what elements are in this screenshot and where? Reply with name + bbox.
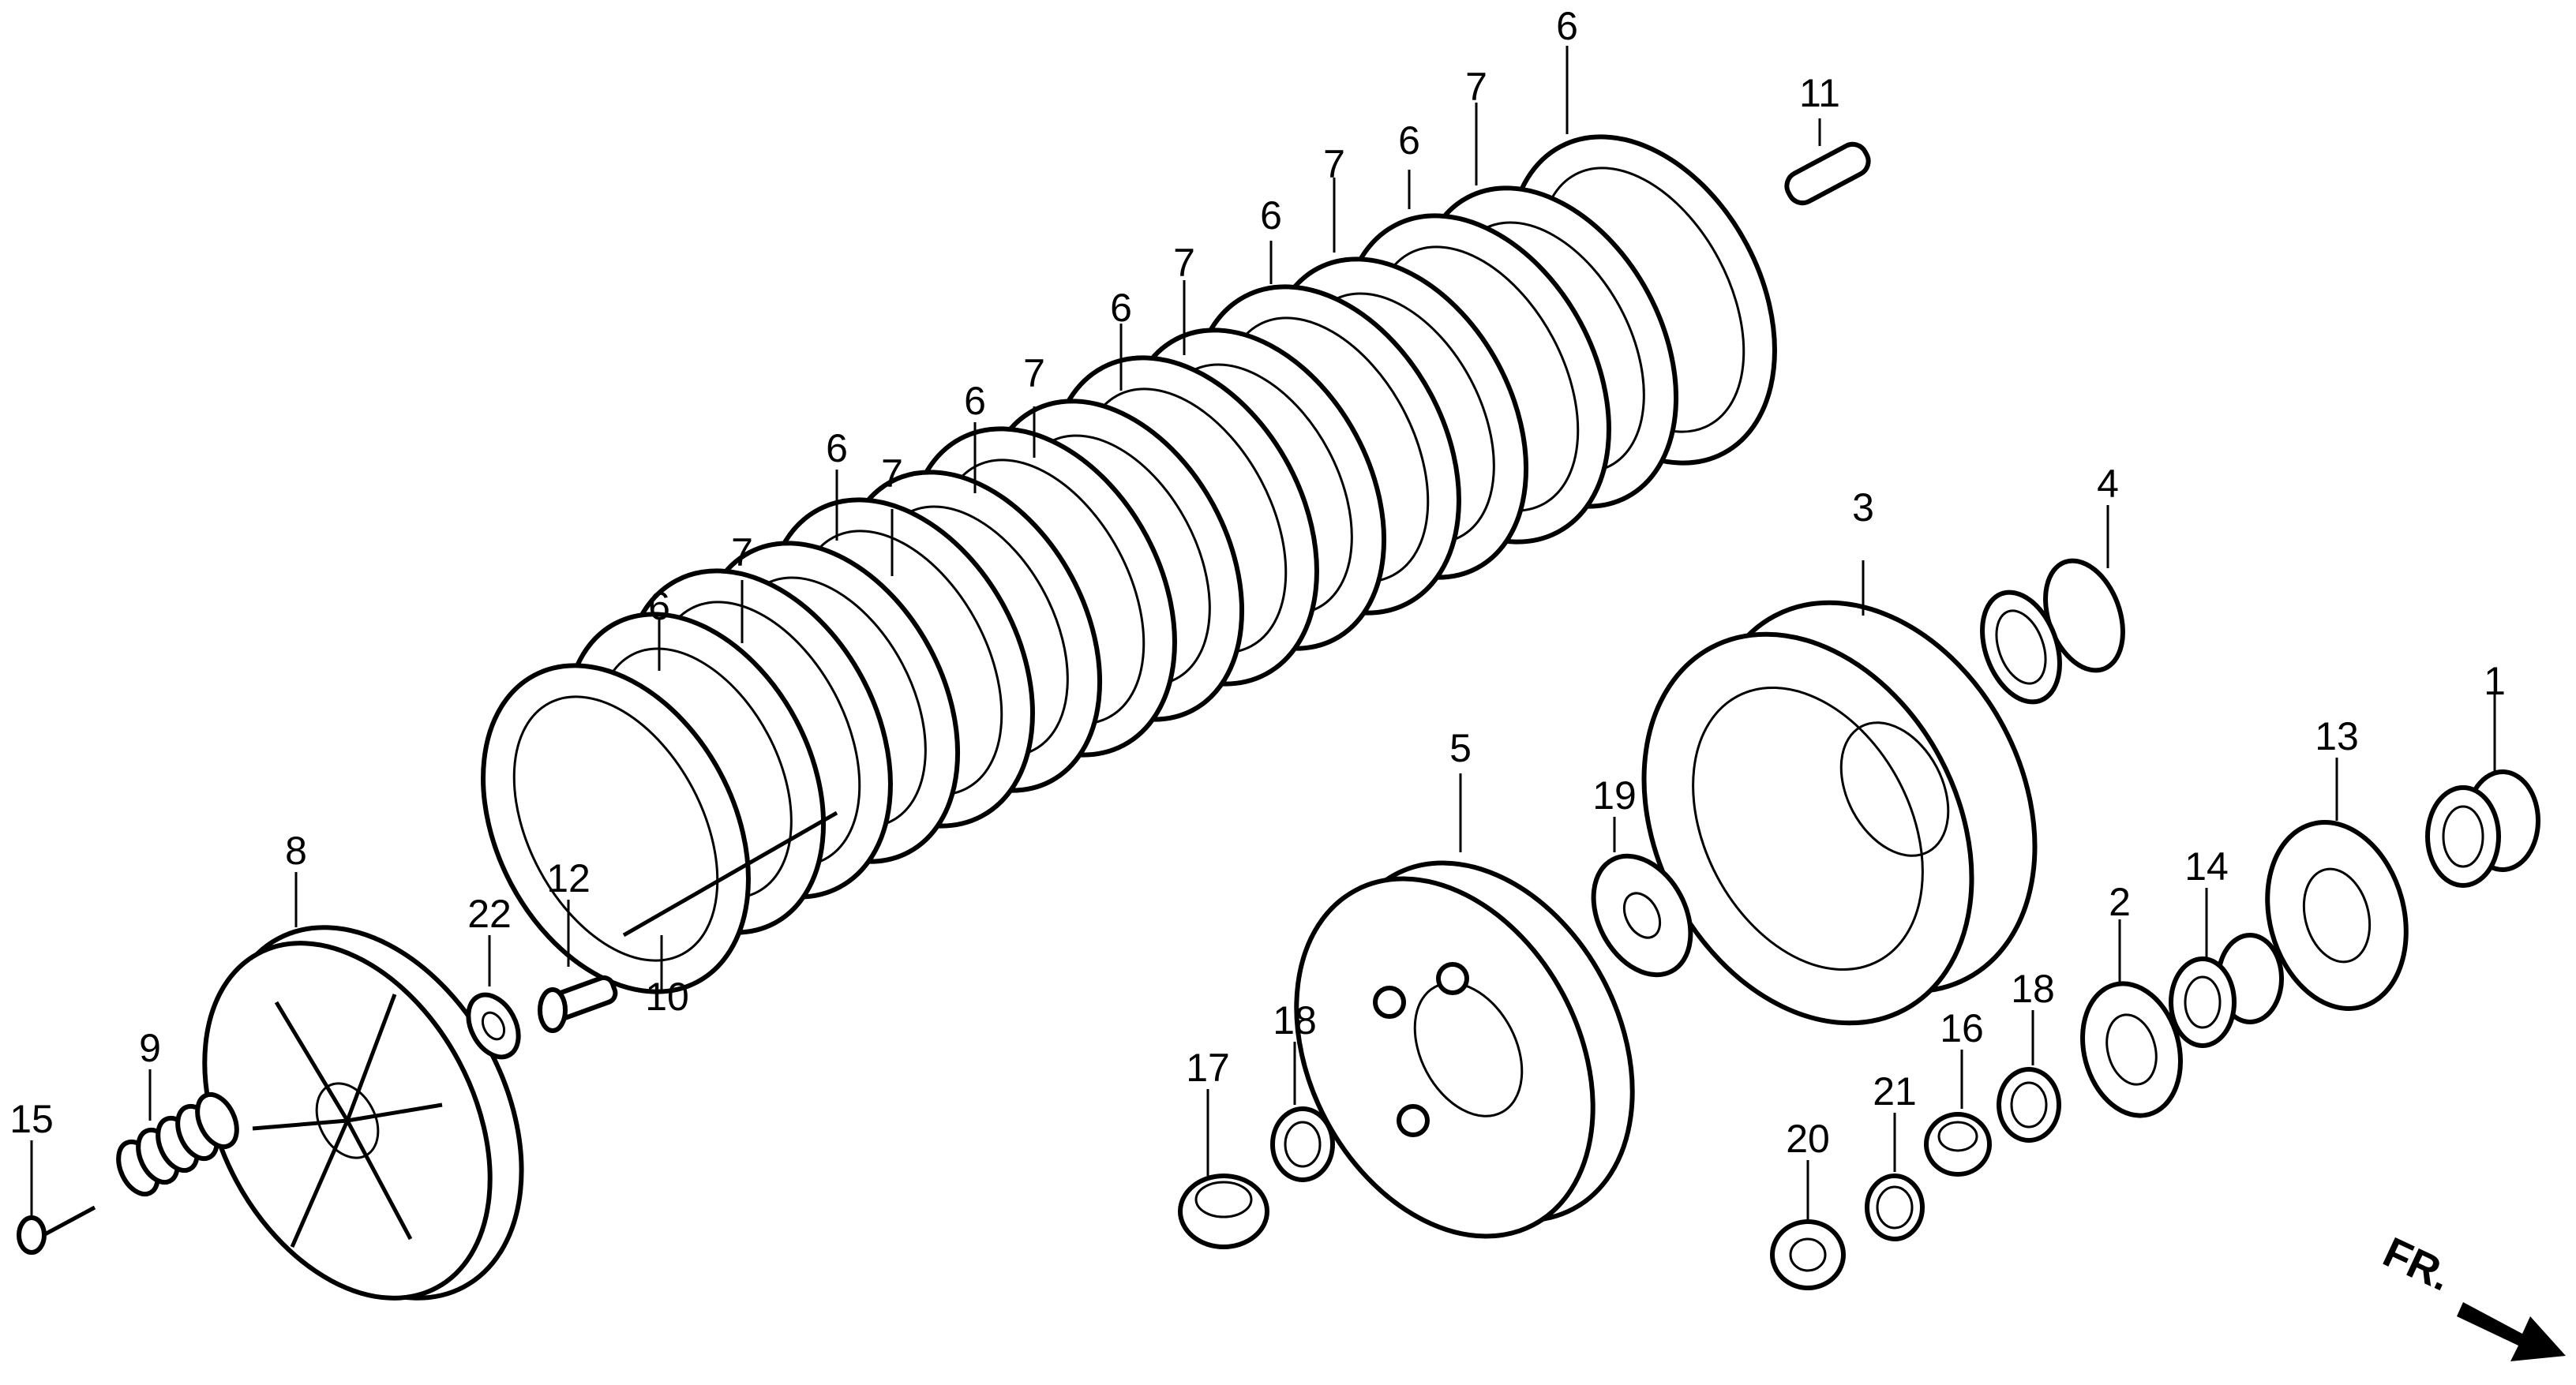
flange-bolt (17, 1205, 96, 1255)
callout-14: 14 (2184, 844, 2229, 889)
pressure-plate (202, 925, 524, 1301)
callout-15: 15 (9, 1097, 54, 1141)
callout-11: 11 (1799, 71, 1840, 115)
callout-6: 6 (1398, 118, 1420, 163)
clutch-plate-stack (481, 134, 1777, 994)
callout-6: 6 (826, 426, 848, 470)
outer-guide-collar (1980, 558, 2125, 705)
front-direction-indicator: FR. (2376, 1228, 2566, 1361)
hex-nut (1924, 1112, 1992, 1177)
callout-6: 6 (964, 379, 986, 423)
callout-16: 16 (1940, 1006, 1984, 1050)
callout-2: 2 (2109, 880, 2131, 924)
oil-pump-drive-sprocket (2080, 981, 2183, 1118)
lock-washer (1997, 1067, 2061, 1143)
callout-6: 6 (1556, 4, 1578, 48)
callout-6: 6 (1260, 193, 1282, 238)
dowel-pin (1784, 141, 1871, 206)
callout-17: 17 (1186, 1046, 1230, 1090)
clutch-lifter-piece (538, 975, 618, 1033)
front-label: FR. (2376, 1228, 2458, 1300)
callout-21: 21 (1873, 1069, 1917, 1114)
lock-washer (1270, 1106, 1335, 1182)
callout-18: 18 (2011, 967, 2055, 1011)
callout-7: 7 (1173, 241, 1195, 285)
callout-7: 7 (881, 451, 903, 496)
callout-22: 22 (467, 892, 512, 936)
callout-7: 7 (1465, 65, 1487, 109)
ball-bearing (466, 992, 521, 1060)
callout-1: 1 (2484, 659, 2506, 703)
callout-4: 4 (2097, 462, 2119, 506)
callout-19: 19 (1592, 773, 1637, 818)
front-arrow-icon (2457, 1302, 2566, 1361)
clutch-center-hub (1294, 860, 1635, 1239)
callout-5: 5 (1449, 726, 1472, 770)
radial-ball-bearing (1770, 1219, 1846, 1290)
callout-18: 18 (1273, 998, 1317, 1042)
clutch-spring (116, 1091, 239, 1197)
clutch-outer-basket (1641, 600, 2038, 1026)
friction-disc (481, 663, 751, 994)
clutch-lifter-rod (622, 810, 838, 938)
callout-13: 13 (2315, 714, 2359, 758)
needle-bearing (2425, 769, 2540, 888)
callout-8: 8 (285, 829, 307, 873)
spacer-collar (2169, 933, 2284, 1048)
primary-drive-gear (2265, 820, 2409, 1011)
callout-12: 12 (546, 856, 591, 900)
callout-3: 3 (1852, 485, 1874, 530)
thrust-washer (1591, 853, 1693, 978)
snap-ring (1865, 1174, 1925, 1241)
callout-10: 10 (645, 975, 689, 1019)
callout-7: 7 (731, 530, 753, 575)
callout-labels: 6 11 7 6 7 6 7 6 7 6 7 6 7 6 3 4 1 13 14… (9, 4, 2506, 1161)
callout-7: 7 (1323, 142, 1345, 186)
callout-6: 6 (1110, 286, 1132, 330)
leader-lines (30, 46, 2496, 1219)
callout-9: 9 (139, 1026, 161, 1070)
lock-nut (1178, 1174, 1269, 1249)
callout-7: 7 (1023, 351, 1045, 395)
callout-6: 6 (648, 584, 670, 628)
callout-20: 20 (1786, 1117, 1830, 1161)
